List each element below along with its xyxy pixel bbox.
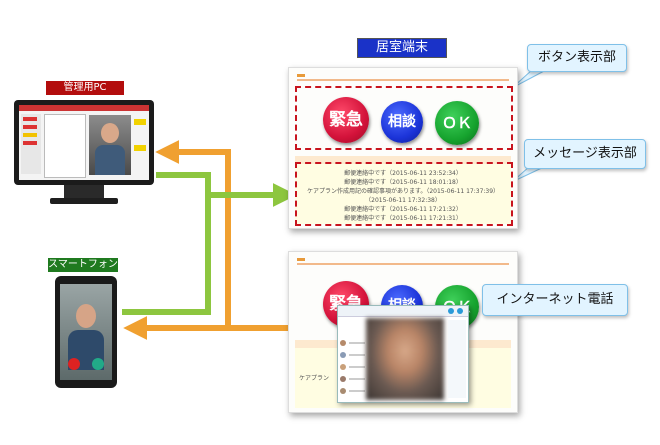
message-line: ケアプラン作成用記の確認事項があります。（2015-06-11 17:37:39… (306, 188, 500, 195)
message-line: 郵便連絡中です（2015-06-11 17:21:32） (344, 206, 462, 213)
message-line: 郵便連絡中です（2015-06-11 18:01:18） (344, 179, 462, 186)
message-line: ケアプラン (299, 375, 330, 382)
emergency-button[interactable]: 緊急 (323, 97, 369, 143)
callout-internet-phone: インターネット電話 (482, 284, 628, 316)
accept-button (92, 358, 104, 370)
call-control-icon[interactable] (448, 308, 454, 314)
smartphone-label: スマートフォン (48, 258, 118, 272)
call-control-icon[interactable] (457, 308, 463, 314)
consult-button[interactable]: 相談 (381, 101, 423, 143)
hangup-button (68, 358, 80, 370)
room-terminal-label: 居室端末 (357, 38, 447, 58)
message-line: （2015-06-11 17:32:38） (365, 197, 441, 204)
message-area: 郵便連絡中です（2015-06-11 23:52:34） 郵便連絡中です（201… (295, 164, 511, 224)
caller-video (366, 318, 444, 400)
message-line: 郵便連絡中です（2015-06-11 23:52:34） (344, 170, 462, 177)
arrow-to-pc (155, 140, 300, 331)
arrow-phone-to-terminal (122, 195, 211, 315)
arrow-pc-to-terminal (156, 172, 297, 207)
monitor-base (50, 198, 118, 204)
callout-message-area: メッセージ表示部 (524, 139, 646, 169)
admin-pc-label: 管理用PC (46, 81, 124, 95)
admin-pc-screen (19, 105, 149, 180)
smartphone-screen (60, 284, 112, 380)
message-line: 郵便連絡中です（2015-06-11 17:21:31） (344, 215, 462, 222)
admin-pc-monitor (14, 100, 154, 185)
callout-button-area: ボタン表示部 (527, 44, 627, 72)
message-area-highlight (295, 162, 513, 226)
ok-button[interactable]: ＯＫ (435, 101, 479, 145)
internet-phone-window[interactable] (337, 305, 469, 403)
button-area-highlight (295, 86, 513, 150)
monitor-stand (64, 185, 104, 199)
contact-list (340, 320, 366, 398)
smartphone-device (55, 276, 117, 388)
